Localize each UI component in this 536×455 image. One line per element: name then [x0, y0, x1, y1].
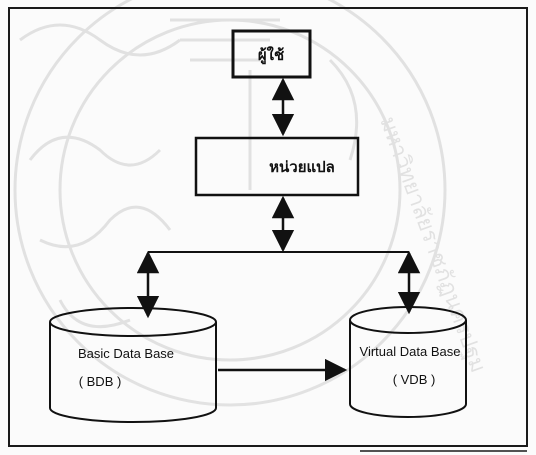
- user-box-label: ผู้ใช้: [258, 46, 284, 65]
- translator-box-label: หน่วยแปล: [269, 158, 335, 176]
- vdb-cylinder: [349, 306, 467, 418]
- vdb-abbr: ( VDB ): [393, 372, 436, 387]
- diagram-frame: [8, 7, 528, 447]
- vdb-name: Virtual Data Base: [360, 344, 461, 359]
- bdb-abbr: ( BDB ): [79, 374, 122, 389]
- translator-box: [194, 136, 360, 197]
- user-box: [231, 29, 312, 79]
- bdb-cylinder: [49, 307, 217, 423]
- bdb-name: Basic Data Base: [78, 346, 174, 361]
